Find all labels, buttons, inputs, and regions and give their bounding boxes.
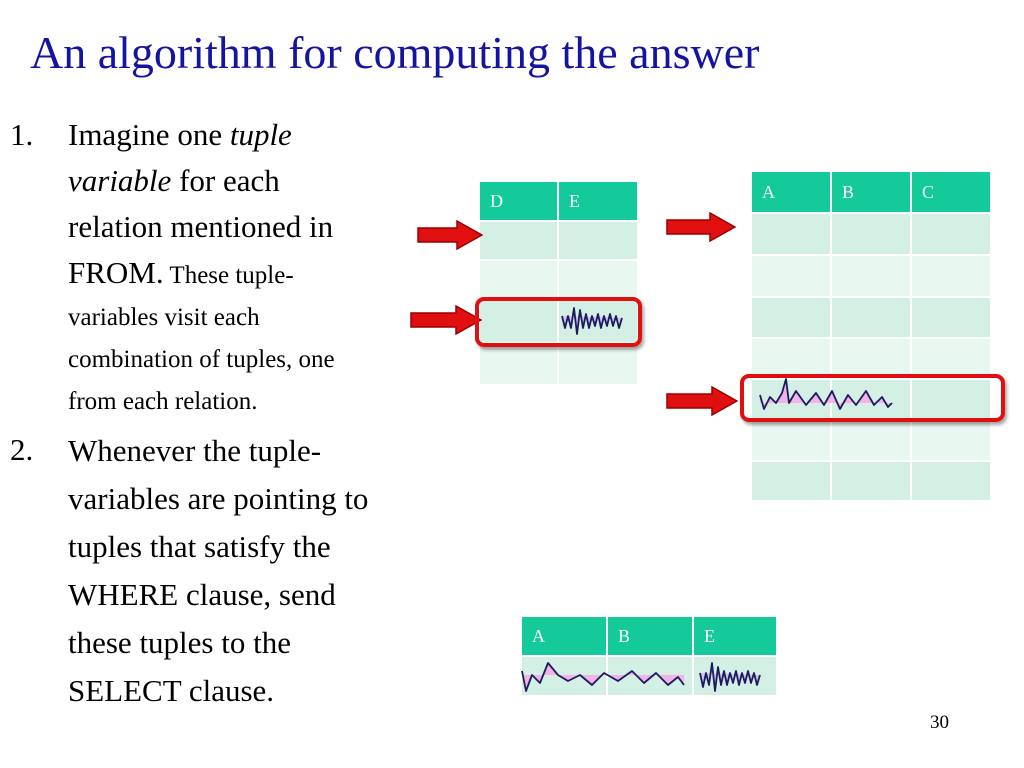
column-header: B (830, 170, 912, 214)
text-line: variables are pointing to (68, 481, 369, 516)
tuple-squiggle-icon (759, 378, 893, 410)
table-cell (910, 212, 992, 256)
red-arrow-icon (410, 305, 482, 335)
table-cell (478, 220, 559, 261)
table-cell (557, 259, 639, 300)
list-number: 1. (10, 117, 34, 152)
red-arrow-icon (666, 212, 736, 242)
slide-title: An algorithm for computing the answer (30, 27, 760, 78)
tuple-squiggle-icon (561, 307, 623, 335)
text-span: FROM. (68, 255, 164, 290)
table-cell (830, 460, 912, 502)
text-line: these tuples to the (68, 625, 291, 660)
table-cell (910, 419, 992, 462)
column-header: E (692, 615, 778, 657)
tuple-squiggle-icon (521, 662, 685, 692)
table-cell (910, 296, 992, 339)
text-line: Imagine one tuple (68, 112, 460, 158)
text-line: Whenever the tuple- (68, 433, 322, 468)
column-header: A (520, 615, 608, 657)
table-cell (910, 254, 992, 298)
table-cell (750, 212, 832, 256)
text-span-italic: variable (68, 163, 172, 198)
table-cell (750, 254, 832, 298)
red-arrow-icon (666, 386, 738, 416)
text-span: Imagine one (68, 117, 230, 152)
column-header: D (478, 180, 559, 222)
text-line: relation mentioned in (68, 209, 334, 244)
text-line: WHERE clause, send (68, 577, 336, 612)
table-cell (830, 419, 912, 462)
highlight-box (740, 374, 1005, 422)
page-number: 30 (930, 712, 949, 733)
text-line: combination of tuples, one (68, 346, 335, 373)
column-header: A (750, 170, 832, 214)
table-cell (750, 296, 832, 339)
list-item-2: 2. Whenever the tuple- variables are poi… (10, 427, 460, 715)
red-arrow-icon (417, 220, 483, 250)
text-line: SELECT clause. (68, 673, 275, 708)
column-header: C (910, 170, 992, 214)
text-span-italic: tuple (229, 117, 292, 152)
table-cell (830, 296, 912, 339)
bullet-list: 1. Imagine one tuple variable for each r… (10, 112, 460, 715)
table-cell (750, 419, 832, 462)
tuple-squiggle-icon (699, 662, 761, 692)
text-line: from each relation. (68, 388, 258, 415)
highlight-box (475, 297, 642, 347)
table-cell (830, 254, 912, 298)
text-line: variable for each (68, 158, 460, 204)
table-cell (750, 460, 832, 502)
text-span-small: These tuple- (163, 262, 294, 289)
table-cell (478, 259, 559, 300)
table-cell (910, 337, 992, 380)
table-cell (750, 337, 832, 380)
column-header: B (606, 615, 694, 657)
text-line: FROM. These tuple- (68, 250, 460, 297)
table-cell (478, 298, 559, 344)
table-cell (830, 212, 912, 256)
table-cell (830, 337, 912, 380)
list-item-1: 1. Imagine one tuple variable for each r… (10, 112, 460, 423)
table-cell (557, 220, 639, 261)
text-line: variables visit each (68, 304, 260, 331)
table-cell (557, 342, 639, 386)
table-cell (478, 342, 559, 386)
table-cell (557, 298, 639, 344)
column-header: E (557, 180, 639, 222)
list-number: 2. (10, 432, 34, 467)
table-cell (910, 378, 992, 421)
text-line: tuples that satisfy the (68, 529, 331, 564)
table-cell (910, 460, 992, 502)
text-span: for each (171, 163, 280, 198)
